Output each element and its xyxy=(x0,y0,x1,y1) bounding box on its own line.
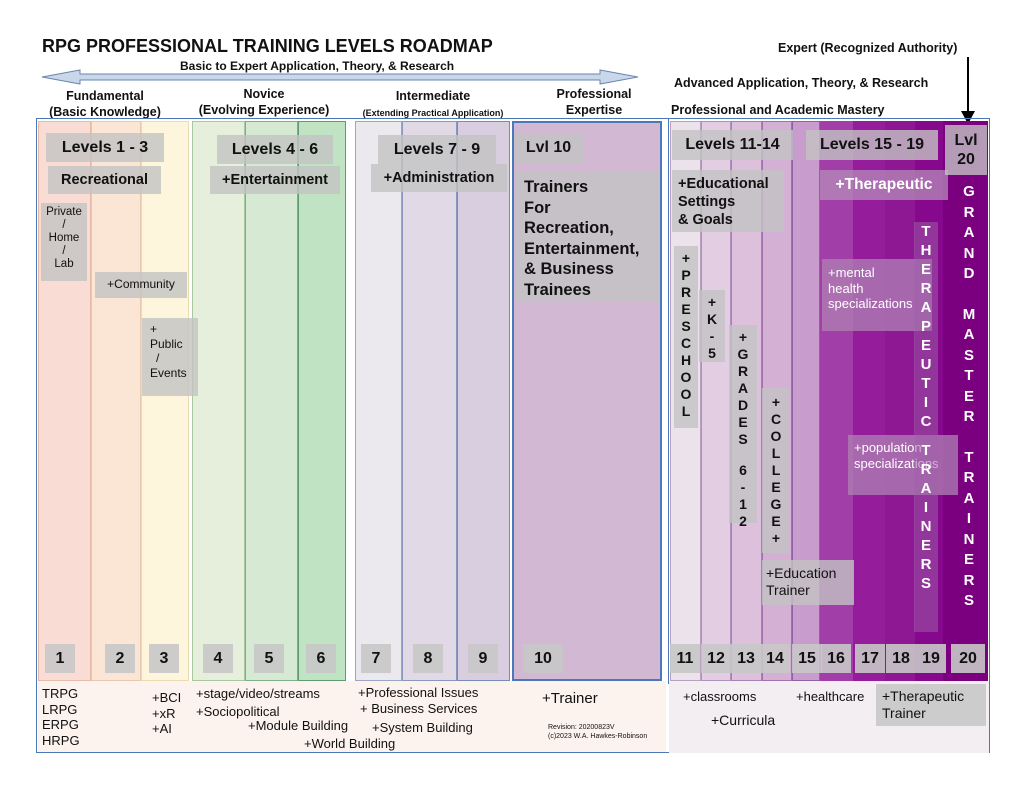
mastery-label: Professional and Academic Mastery xyxy=(671,103,885,117)
level-column-6 xyxy=(298,121,346,681)
page-title: RPG PROFESSIONAL TRAINING LEVELS ROADMAP xyxy=(42,36,493,56)
footer-classrooms: +classrooms xyxy=(683,689,757,704)
group-levels-15-19-heading: Levels 15 - 19 xyxy=(806,130,938,160)
footer-curricula: +Curricula xyxy=(711,712,776,728)
group-levels-11-14-heading: Levels 11-14 xyxy=(672,130,793,160)
stage-fundamental: Fundamental(Basic Knowledge) xyxy=(49,89,161,119)
stage-novice: Novice(Evolving Experience) xyxy=(198,87,330,117)
group-therapeutic-label: +Therapeutic xyxy=(820,170,948,200)
level-column-3 xyxy=(141,121,189,681)
expert-label: Expert (Recognized Authority) xyxy=(778,41,958,55)
level-number-8: 8 xyxy=(413,644,443,673)
k-5-note: +K-5 xyxy=(699,290,725,362)
group-administration-label: +Administration xyxy=(371,164,507,192)
level-number-4: 4 xyxy=(203,644,233,673)
level-number-15: 15 xyxy=(792,644,822,673)
level-number-9: 9 xyxy=(468,644,498,673)
footer-left-area xyxy=(38,681,666,752)
footer-system-building: +System Building xyxy=(372,720,473,735)
footer-trainer: +Trainer xyxy=(542,690,598,707)
level-column-9 xyxy=(457,121,510,681)
expert-arrow xyxy=(961,57,975,124)
level-column-17 xyxy=(853,121,885,681)
level-number-3: 3 xyxy=(149,644,179,673)
level-number-5: 5 xyxy=(254,644,284,673)
footer-professional-issues: +Professional Issues xyxy=(358,685,479,700)
private-home-lab-note: Private/Home/Lab xyxy=(41,203,87,281)
public-events-note: +Public/Events xyxy=(142,318,198,396)
level-number-14: 14 xyxy=(760,644,790,673)
level-number-7: 7 xyxy=(361,644,391,673)
level-number-1: 1 xyxy=(45,644,75,673)
level-column-18 xyxy=(885,121,915,681)
arrow-label: Basic to Expert Application, Theory, & R… xyxy=(180,59,455,73)
footer-stage-video: +stage/video/streams xyxy=(196,686,320,701)
footer-sociopolitical: +Sociopolitical xyxy=(196,704,280,719)
community-note: +Community xyxy=(95,272,187,298)
level-column-4 xyxy=(192,121,245,681)
group-levels-7-9-heading: Levels 7 - 9 xyxy=(378,135,496,164)
footer-world-building: +World Building xyxy=(304,736,396,751)
level-column-8 xyxy=(402,121,457,681)
stage-intermediate: Intermediate(Extending Practical Applica… xyxy=(362,89,504,118)
level-number-18: 18 xyxy=(886,644,916,673)
level-number-20: 20 xyxy=(951,644,985,673)
level-number-13: 13 xyxy=(731,644,761,673)
footer-tech-items: +BCI+xR+AI xyxy=(152,690,182,736)
level-number-10: 10 xyxy=(523,644,563,673)
group-recreational-label: Recreational xyxy=(48,166,161,194)
level-number-17: 17 xyxy=(855,644,885,673)
footer-module-building: +Module Building xyxy=(248,718,349,733)
footer-revision: Revision: 20200823V(c)2023 W.A. Hawkes-R… xyxy=(548,724,648,740)
group-levels-1-3-heading: Levels 1 - 3 xyxy=(46,133,164,162)
group-entertainment-label: +Entertainment xyxy=(210,166,340,194)
footer-business-services: + Business Services xyxy=(360,701,478,716)
group-lvl-10-heading: Lvl 10 xyxy=(514,133,583,163)
level-number-11: 11 xyxy=(670,644,700,673)
level-column-5 xyxy=(245,121,298,681)
level-column-2 xyxy=(91,121,141,681)
level-number-2: 2 xyxy=(105,644,135,673)
group-levels-4-6-heading: Levels 4 - 6 xyxy=(217,135,333,164)
level-column-7 xyxy=(355,121,402,681)
level-number-12: 12 xyxy=(701,644,731,673)
level-number-6: 6 xyxy=(306,644,336,673)
advanced-label: Advanced Application, Theory, & Research xyxy=(674,76,929,90)
level-number-19: 19 xyxy=(916,644,946,673)
level-column-20 xyxy=(943,121,988,681)
level-number-16: 16 xyxy=(821,644,851,673)
basic-to-expert-arrow xyxy=(41,69,639,85)
footer-healthcare: +healthcare xyxy=(796,689,865,704)
